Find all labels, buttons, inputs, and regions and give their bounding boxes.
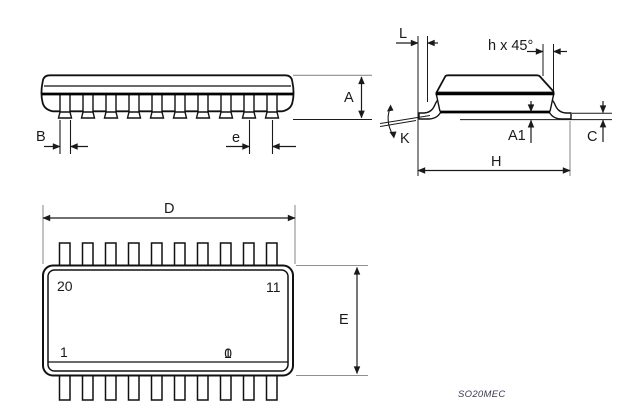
lead [81,242,94,267]
lead [196,242,209,267]
dim-e-pitch: e [226,120,296,154]
dim-label-chamfer: h x 45° [488,38,533,54]
dim-label-a: A [344,90,354,106]
lead [58,242,71,267]
dim-label-l: L [399,26,407,42]
lead [265,242,278,267]
arc-arrowhead [389,131,397,139]
lead [172,94,188,119]
lead [264,94,280,119]
dim-label-b: B [36,129,46,145]
lead [103,94,119,119]
lead [81,373,94,401]
lead [173,242,186,267]
arc-arrowhead [387,104,394,112]
lead [80,94,96,119]
top-view-leads-upper [58,242,278,267]
dim-label-a1: A1 [508,128,526,144]
lead [241,94,257,119]
lead [219,242,232,267]
lead [127,373,140,401]
lead [195,94,211,119]
dim-c: C [587,101,607,145]
dim-chamfer: h x 45° [488,38,567,91]
side-view: A B e [36,74,372,154]
lead [150,242,163,267]
lead [104,373,117,401]
dim-b: B [36,120,88,154]
lead [219,373,232,401]
lead [126,94,142,119]
lead [149,94,165,119]
lead [173,373,186,401]
lead [218,94,234,119]
dim-a: A [293,74,372,121]
pin-number-20: 20 [57,278,73,294]
end-view: L h x 45° A1 C K [379,26,612,176]
lead [196,373,209,401]
dim-label-c: C [587,129,597,145]
dim-d: D [42,201,296,264]
drawing-code: SO20MEC [458,389,506,400]
lead [150,373,163,401]
top-view: 20 11 1 10 D E [42,201,368,401]
package-body-top-outer [42,264,294,377]
dim-k: K [379,104,431,147]
body-left-edge [435,94,441,112]
body-right-edge [549,94,555,112]
dim-label-k: K [400,131,410,147]
pin-number-1: 1 [60,344,68,360]
dim-label-d: D [164,201,174,217]
dim-e-width: E [296,264,368,377]
package-body-lower [436,94,554,113]
top-view-leads-lower [58,373,278,401]
foot-plane-line [379,120,417,127]
side-view-leads [57,94,280,119]
dim-a1: A1 [508,101,535,144]
lead [242,373,255,401]
dim-label-e-width: E [339,312,349,328]
lead [242,242,255,267]
dim-l: L [396,26,438,176]
lead [104,242,117,267]
dim-h: H [417,121,571,176]
lead [127,242,140,267]
dim-label-h: H [491,154,501,170]
dim-label-e: e [232,130,240,146]
lead [57,94,73,119]
package-body-top-inner [47,269,289,372]
lead [58,373,71,401]
lead [265,373,278,401]
package-cap [435,74,555,94]
pin-number-11: 11 [266,279,281,295]
